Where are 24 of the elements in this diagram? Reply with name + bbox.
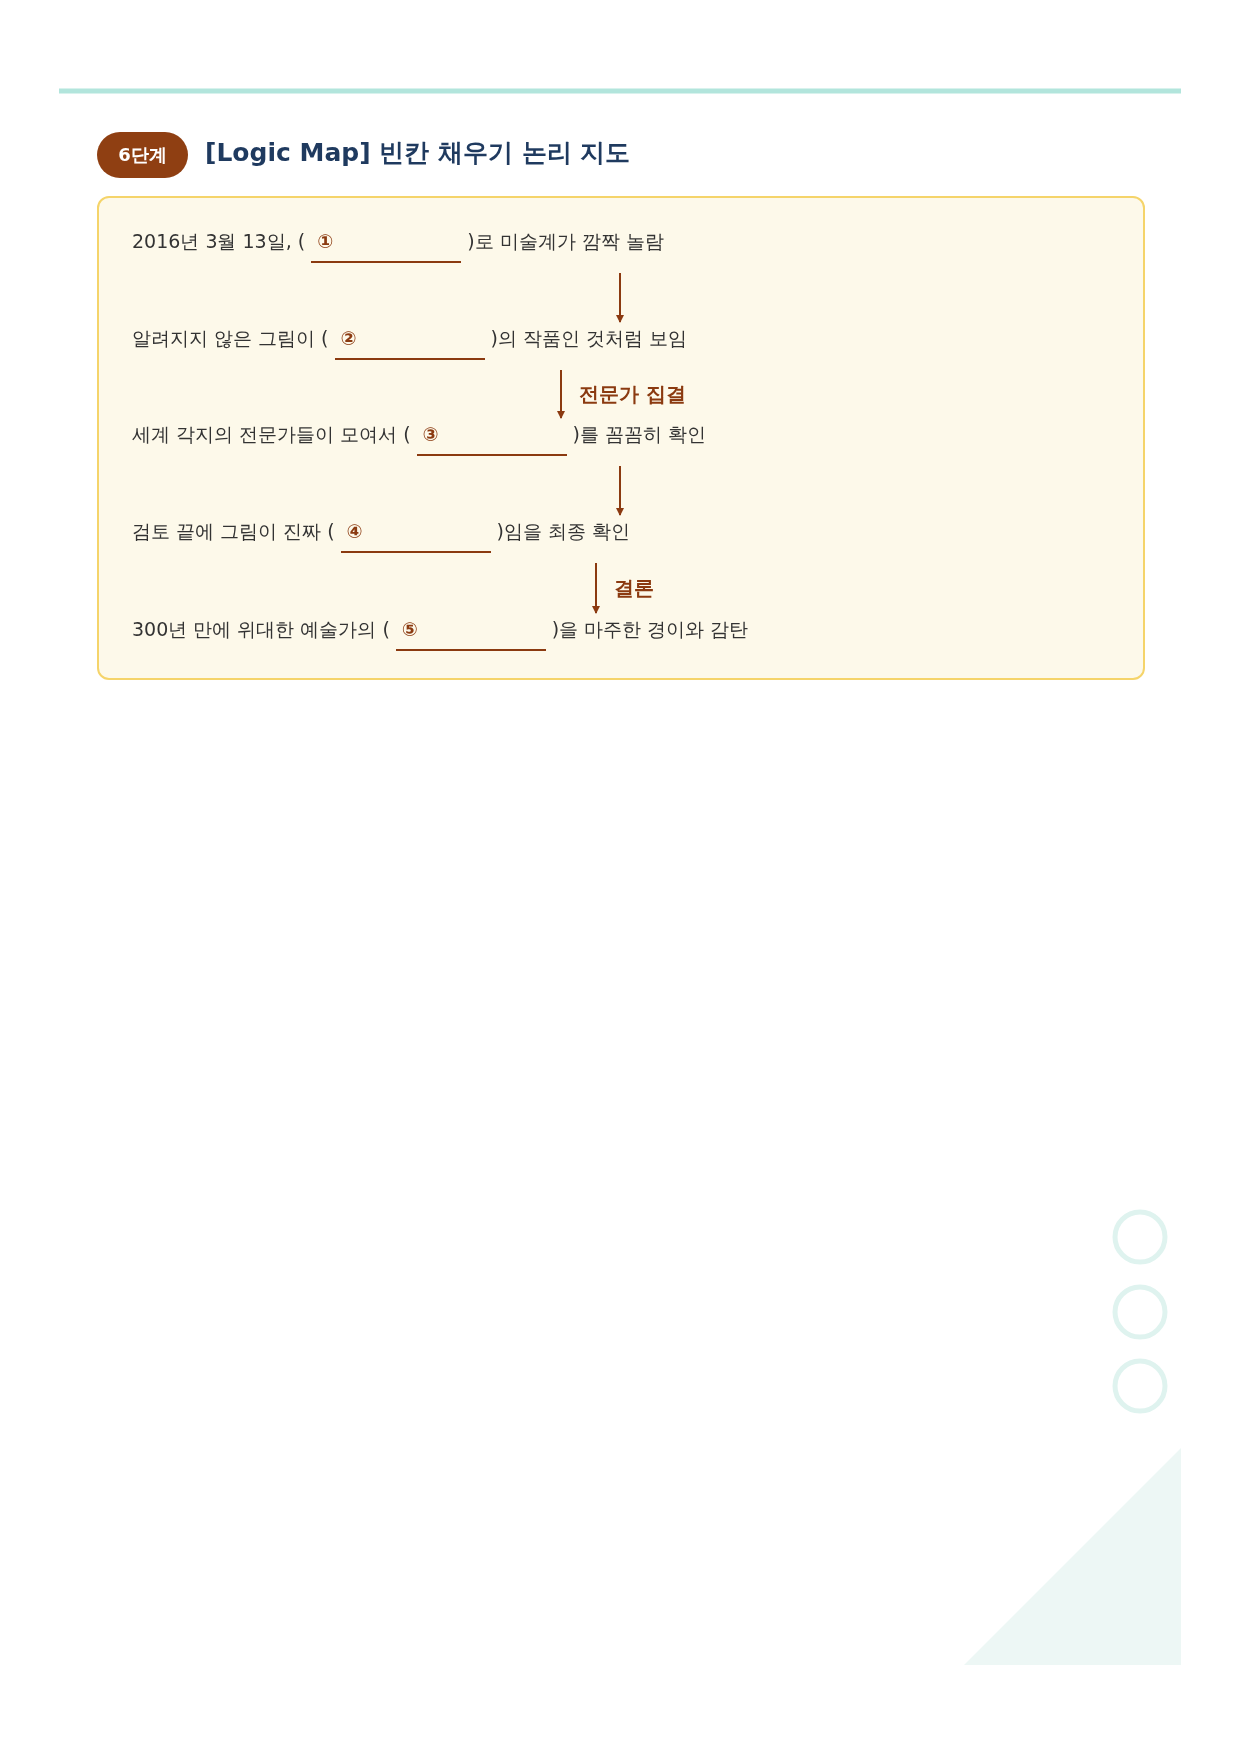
arrow [592,562,600,614]
statement-text: )의 작품인 것처럼 보임 [490,326,688,351]
arrow [557,369,565,419]
fill-in-line: ① [311,227,462,263]
statement-text: 알려지지 않은 그림이 ( [132,326,329,351]
statement-text: )를 꼼꼼히 확인 [572,422,707,447]
arrow [616,465,624,516]
statement-text: 300년 만에 위대한 예술가의 ( [132,617,390,642]
arrow [616,272,624,323]
title: [Logic Map] 빈칸 채우기 논리 지도 [205,137,631,169]
statement-text: )을 마주한 경이와 감탄 [551,617,749,642]
step-badge: 6단계 [97,132,188,178]
fill-in-line: ③ [416,420,567,456]
edge-label: 전문가 집결 [579,382,686,406]
edge-label: 결론 [614,576,654,600]
statement-text: 검토 끝에 그림이 진짜 ( [132,519,335,544]
logic-map-panel [97,196,1145,680]
statement-text: )로 미술계가 깜짝 놀람 [467,229,664,254]
statement-text: 세계 각지의 전문가들이 모여서 ( [132,422,411,447]
fill-in-line: ④ [340,517,491,553]
statement-text: )임을 최종 확인 [496,519,631,544]
fill-in-line: ⑤ [395,615,546,651]
statement-text: 2016년 3월 13일, ( [132,229,306,254]
fill-in-line: ② [334,324,485,360]
